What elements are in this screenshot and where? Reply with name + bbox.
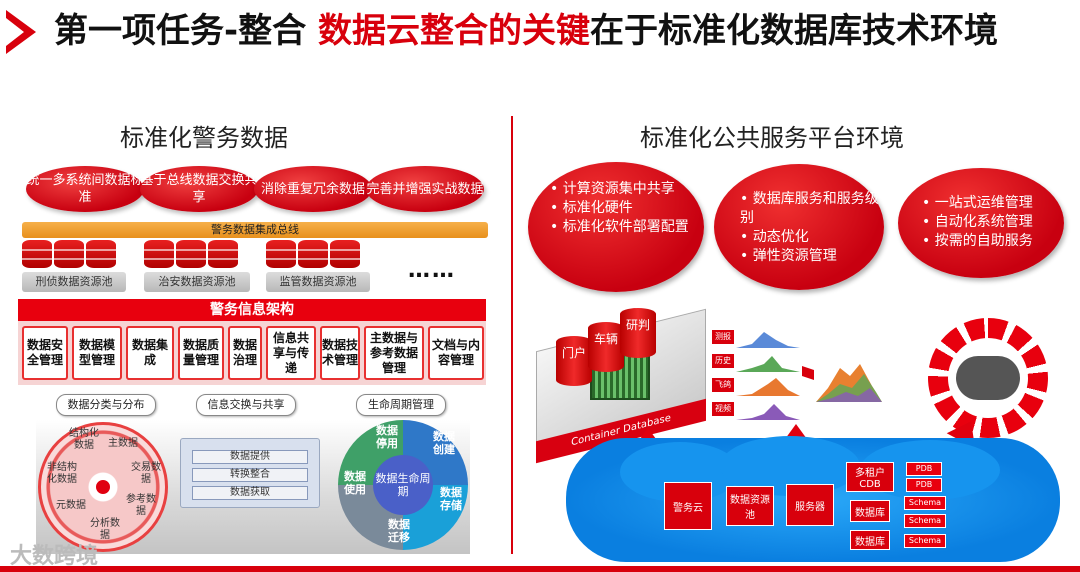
watermark-logo: 大数跨境 [10, 544, 99, 569]
schema-box: Schema [904, 496, 946, 510]
lifecycle-item: 数据使用 [344, 470, 366, 496]
panel-divider [511, 116, 513, 554]
bottom-red-bar [0, 566, 1080, 572]
db-cylinder: 研判 [620, 308, 656, 358]
chart-tag: 飞鸽 [712, 378, 734, 392]
arch-cell: 数据治理 [228, 326, 262, 380]
bubble-item: 一站式运维管理 [922, 194, 1064, 213]
arch-cell: 数据技术管理 [320, 326, 360, 380]
exchange-row: 数据获取 [192, 486, 308, 500]
database-cylinders-icon [266, 240, 370, 270]
arch-cell: 数据集成 [126, 326, 174, 380]
resource-pool-3: 监管数据资源池 [266, 240, 370, 294]
goal-oval-1: 统一多系统间数据标准 [26, 166, 144, 212]
bubble-item: 自动化系统管理 [922, 213, 1064, 232]
wheel-item: 非结构化数据 [47, 462, 77, 485]
wheel-item: 主数据 [108, 438, 138, 449]
arch-cell: 数据质量管理 [178, 326, 224, 380]
tab-data-classification: 数据分类与分布 [56, 394, 156, 416]
more-pools-ellipsis: …… [408, 258, 456, 283]
resource-pool-2: 治安数据资源池 [144, 240, 250, 294]
benefit-bubble-2: 数据库服务和服务级别 动态优化 弹性资源管理 [714, 164, 884, 290]
database-cylinders-icon [144, 240, 250, 270]
db-cylinder: 车辆 [588, 322, 624, 372]
cloud-box-database: 数据库 [850, 500, 890, 522]
chart-tag: 历史 [712, 354, 734, 368]
arch-cell: 数据安全管理 [22, 326, 68, 380]
lifecycle-item: 数据存储 [440, 486, 462, 512]
data-classification-wheel [38, 422, 168, 552]
right-panel-heading: 标准化公共服务平台环境 [640, 124, 904, 152]
arch-cell: 主数据与参考数据管理 [364, 326, 424, 380]
tab-info-exchange: 信息交换与共享 [196, 394, 296, 416]
cloud-box-police-cloud: 警务云 [664, 482, 712, 530]
lifecycle-item: 数据迁移 [388, 518, 410, 544]
data-bus: 警务数据集成总线 [22, 222, 488, 238]
database-cylinders-icon [22, 240, 126, 270]
title-part1: 第一项任务-整合 [54, 11, 318, 51]
cloud-box-database: 数据库 [850, 530, 890, 550]
bubble-item: 标准化硬件 [550, 199, 704, 218]
architecture-title: 警务信息架构 [18, 299, 486, 321]
resource-pool-1: 刑侦数据资源池 [22, 240, 126, 294]
lifecycle-center: 数据生命周期 [373, 455, 433, 515]
chart-tag: 测报 [712, 330, 734, 344]
goal-oval-3: 消除重复冗余数据 [254, 166, 372, 212]
tab-lifecycle: 生命周期管理 [356, 394, 446, 416]
wheel-item: 参考数据 [126, 494, 156, 517]
wheel-item: 交易数据 [131, 462, 161, 485]
lifecycle-item: 数据创建 [433, 430, 455, 456]
arch-cell: 文档与内容管理 [428, 326, 484, 380]
lifecycle-item: 数据停用 [376, 424, 398, 450]
chart-tag: 视频 [712, 402, 734, 416]
pool-label: 监管数据资源池 [266, 272, 370, 292]
schema-box: Schema [904, 514, 946, 528]
goal-oval-2: 基于总线数据交换共享 [140, 166, 258, 212]
bubble-item: 计算资源集中共享 [550, 180, 704, 199]
wheel-item: 结构化数据 [69, 428, 99, 451]
pool-label: 刑侦数据资源池 [22, 272, 126, 292]
exchange-row: 转换整合 [192, 468, 308, 482]
pdb-box: PDB [906, 478, 942, 492]
left-panel-heading: 标准化警务数据 [120, 124, 288, 152]
wheel-item: 分析数据 [90, 518, 120, 541]
goal-oval-4: 完善并增强实战数据 [366, 166, 484, 212]
cloud-icon [956, 356, 1020, 400]
wheel-item: 元数据 [56, 500, 86, 511]
bubble-item: 弹性资源管理 [740, 247, 884, 266]
cloud-box-resource-pool: 数据资源池 [726, 486, 774, 526]
benefit-bubble-3: 一站式运维管理 自动化系统管理 按需的自助服务 [898, 168, 1064, 278]
title-accent: 数据云整合的关键 [317, 11, 590, 51]
cloud-box-server: 服务器 [786, 484, 834, 526]
exchange-row: 数据提供 [192, 450, 308, 464]
wheel-hub-icon [93, 477, 113, 497]
title-arrow-inner-icon [6, 18, 24, 46]
pool-label: 治安数据资源池 [144, 272, 250, 292]
bubble-item: 动态优化 [740, 228, 884, 247]
arch-cell: 数据模型管理 [72, 326, 122, 380]
schema-box: Schema [904, 534, 946, 548]
bubble-item: 标准化软件部署配置 [550, 218, 704, 237]
slide-title: 第一项任务-整合 数据云整合的关键在于标准化数据库技术环境 [54, 8, 1064, 54]
arch-cell: 信息共享与传递 [266, 326, 316, 380]
db-cylinder: 门户 [556, 336, 592, 386]
combined-chart-illustration [802, 364, 882, 402]
title-part2: 在于标准化数据库技术环境 [589, 11, 998, 51]
pdb-box: PDB [906, 462, 942, 476]
bubble-item: 按需的自助服务 [922, 232, 1064, 251]
benefit-bubble-1: 计算资源集中共享 标准化硬件 标准化软件部署配置 [528, 162, 704, 292]
cloud-box-cdb: 多租户CDB [846, 462, 894, 492]
bubble-item: 数据库服务和服务级别 [740, 190, 884, 228]
